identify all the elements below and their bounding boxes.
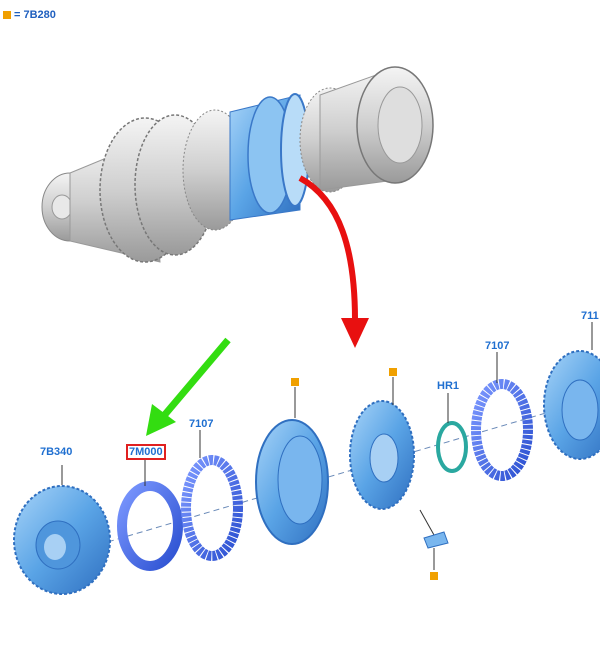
label-HR1: HR1 — [437, 380, 460, 392]
label-7107-left: 7107 — [189, 418, 214, 430]
label-7B340: 7B340 — [40, 446, 73, 458]
label-711: 711 — [581, 310, 599, 322]
part-sleeve — [255, 419, 329, 545]
part-detent-key — [419, 509, 449, 570]
green-arrow-icon — [146, 337, 231, 436]
label-7M000: 7M000 — [126, 444, 166, 460]
marker-sleeve — [291, 378, 299, 386]
legend-text: = 7B280 — [14, 9, 56, 21]
part-hub — [349, 400, 415, 510]
part-gear-711 — [543, 350, 600, 460]
part-gear-7B340 — [13, 485, 111, 595]
legend: = 7B280 — [3, 9, 56, 21]
label-7107-right: 7107 — [485, 340, 510, 352]
part-synchro-ring-7107-left — [181, 455, 243, 561]
part-snap-ring-HR1 — [436, 421, 468, 473]
part-ring-7M000 — [117, 481, 183, 571]
exploded-axis — [59, 399, 591, 557]
legend-marker — [3, 11, 11, 19]
marker-key — [430, 572, 438, 580]
red-arrow-icon — [298, 175, 369, 348]
shaft-assembly — [41, 66, 434, 263]
part-synchro-ring-7107-right — [471, 379, 533, 481]
marker-hub — [389, 368, 397, 376]
